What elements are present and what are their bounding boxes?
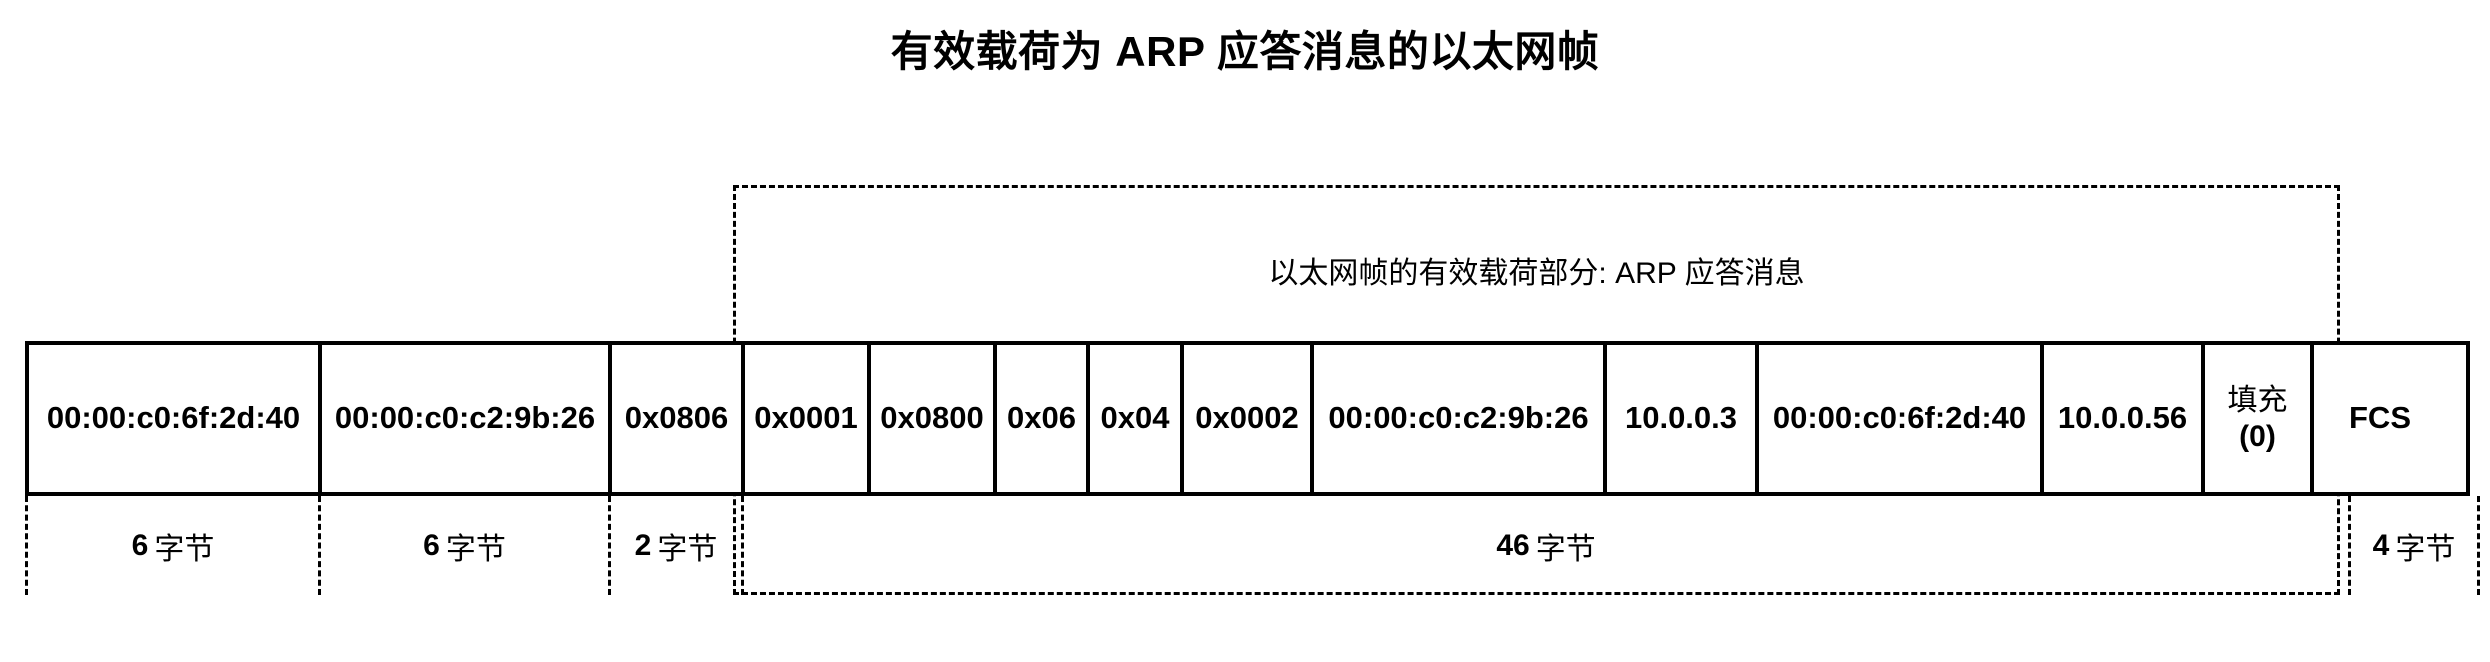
frame-field-arp-hardware-size: 0x06 — [997, 345, 1090, 492]
frame-field-value: 00:00:c0:6f:2d:40 — [1772, 400, 2027, 436]
ethernet-frame-table: 00:00:c0:6f:2d:40 00:00:c0:c2:9b:26 0x0806… — [25, 341, 2470, 496]
byte-legend-number: 46 — [1496, 528, 1530, 562]
frame-field-arp-sender-mac: 00:00:c0:c2:9b:26 — [1314, 345, 1607, 492]
frame-field-fcs: FCS — [2314, 345, 2446, 492]
frame-field-value: 00:00:c0:6f:2d:40 — [46, 400, 301, 436]
byte-legend-unit: 字节 — [657, 532, 718, 566]
byte-legend-unit: 字节 — [1535, 532, 1596, 566]
byte-legend-number: 2 — [634, 528, 652, 562]
frame-field-arp-sender-ip: 10.0.0.3 — [1607, 345, 1759, 492]
page-title: 有效载荷为 ARP 应答消息的以太网帧 — [890, 28, 1600, 75]
byte-legend-number: 6 — [131, 528, 149, 562]
frame-field-value: 填充 — [2227, 384, 2288, 418]
payload-region-label: 以太网帧的有效载荷部分: ARP 应答消息 — [1268, 257, 1805, 290]
frame-field-padding: 填充(0) — [2205, 345, 2314, 492]
frame-field-value-secondary: (0) — [2239, 419, 2276, 453]
frame-field-arp-protocol-size: 0x04 — [1090, 345, 1184, 492]
frame-field-value: 0x0800 — [880, 400, 984, 436]
frame-field-value: 00:00:c0:c2:9b:26 — [334, 400, 596, 436]
frame-field-value: 0x0806 — [624, 400, 729, 436]
frame-field-value: 10.0.0.3 — [1624, 400, 1738, 436]
frame-field-value: 0x0002 — [1195, 400, 1299, 436]
byte-legend-unit: 字节 — [154, 532, 215, 566]
byte-legend-unit: 字节 — [2395, 532, 2456, 566]
frame-field-destination-mac: 00:00:c0:6f:2d:40 — [29, 345, 322, 492]
frame-field-value: 00:00:c0:c2:9b:26 — [1328, 400, 1589, 436]
frame-field-arp-hardware-type: 0x0001 — [745, 345, 871, 492]
frame-field-arp-target-mac: 00:00:c0:6f:2d:40 — [1759, 345, 2044, 492]
frame-field-value: 10.0.0.56 — [2057, 400, 2188, 436]
frame-field-value: 0x0001 — [754, 400, 858, 436]
frame-field-arp-opcode: 0x0002 — [1184, 345, 1314, 492]
frame-field-arp-target-ip: 10.0.0.56 — [2044, 345, 2205, 492]
byte-legend-number: 4 — [2372, 528, 2390, 562]
frame-field-value: 0x04 — [1100, 400, 1170, 436]
byte-legend-unit: 字节 — [445, 532, 506, 566]
frame-field-ethertype: 0x0806 — [612, 345, 745, 492]
byte-legend-number: 6 — [423, 528, 440, 562]
frame-field-value: 0x06 — [1007, 400, 1076, 436]
frame-field-value: FCS — [2349, 400, 2411, 436]
frame-field-arp-protocol-type: 0x0800 — [871, 345, 997, 492]
frame-field-source-mac: 00:00:c0:c2:9b:26 — [322, 345, 612, 492]
